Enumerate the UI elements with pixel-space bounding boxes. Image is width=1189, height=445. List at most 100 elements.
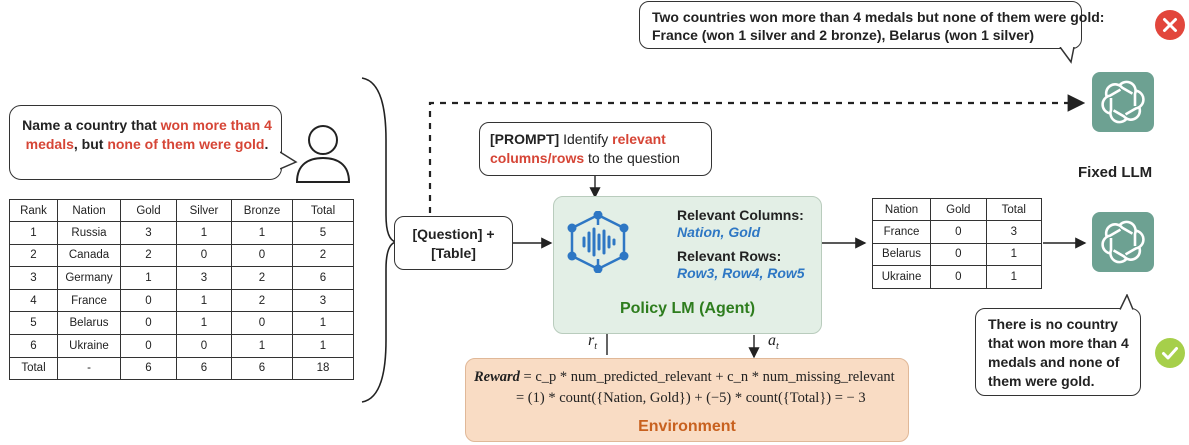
input-col-total: Total — [292, 199, 354, 222]
prompt-text-2: to the question — [584, 150, 680, 166]
prompt-highlight: relevant columns/rows — [490, 131, 666, 166]
prompt-text-1: Identify — [559, 131, 613, 147]
table-cell: 18 — [292, 356, 354, 381]
reward-formula-line-1: Reward = c_p * num_predicted_relevant + … — [474, 369, 895, 386]
action-subscript: t — [776, 341, 779, 353]
environment-title: Environment — [638, 418, 736, 435]
right-answer-line-4: them were gold. — [988, 373, 1095, 389]
right-answer-bubble: There is no country that won more than 4… — [975, 308, 1141, 396]
input-table-header-row: Rank Nation Gold Silver Bronze Total — [9, 199, 354, 222]
wrong-answer-line-2: France (won 1 silver and 2 bronze), Bela… — [652, 27, 1034, 43]
question-bubble: Name a country that won more than 4 meda… — [9, 105, 282, 180]
table-cell: 3 — [120, 221, 177, 245]
table-cell: 1 — [176, 288, 232, 313]
right-answer-line-1: There is no country — [988, 316, 1118, 332]
table-cell: 5 — [9, 311, 58, 335]
prompt-tag: [PROMPT] — [490, 131, 560, 147]
input-col-bronze: Bronze — [231, 199, 293, 222]
table-cell: 0 — [930, 220, 987, 244]
relevant-rows-value: Row3, Row4, Row5 — [677, 265, 805, 281]
wrong-answer-line-1: Two countries won more than 4 medals but… — [652, 9, 1105, 25]
check-icon — [1155, 338, 1185, 368]
table-cell: 6 — [9, 333, 58, 358]
error-x-icon — [1155, 10, 1185, 40]
right-answer-line-3: medals and none of — [988, 354, 1120, 370]
table-cell: Total — [9, 356, 58, 381]
table-cell: 0 — [176, 333, 232, 358]
relevant-columns-label: Relevant Columns: — [677, 207, 804, 223]
table-cell: France — [871, 220, 932, 244]
table-cell: 1 — [231, 221, 293, 245]
table-cell: 0 — [120, 311, 177, 335]
question-text-2: , but — [73, 136, 108, 152]
table-cell: 0 — [231, 311, 293, 335]
filtered-col-nation: Nation — [871, 198, 932, 221]
question-highlight-gold: none of them were gold — [107, 136, 265, 152]
reward-arrow-label: rt — [588, 332, 597, 352]
question-text-3: . — [264, 136, 269, 152]
llm-logo-icon-bottom — [1092, 212, 1154, 272]
table-cell: 2 — [9, 243, 58, 268]
input-col-nation: Nation — [57, 199, 121, 222]
table-cell: Belarus — [57, 311, 121, 335]
question-bubble-tail — [280, 151, 298, 170]
agent-box: Relevant Columns: Nation, Gold Relevant … — [553, 196, 822, 334]
table-cell: Belarus — [871, 242, 932, 267]
table-cell: 6 — [120, 356, 177, 381]
input-brace — [361, 77, 397, 403]
table-cell: 1 — [292, 311, 354, 335]
table-cell: 1 — [9, 221, 58, 245]
table-cell: 2 — [231, 266, 293, 290]
table-cell: 3 — [9, 266, 58, 290]
action-arrow-label: at — [768, 332, 779, 352]
table-cell: - — [57, 356, 121, 381]
table-cell: 6 — [176, 356, 232, 381]
relevant-rows-label: Relevant Rows: — [677, 248, 782, 264]
wrong-answer-bubble: Two countries won more than 4 medals but… — [639, 1, 1104, 49]
table-cell: 0 — [930, 242, 987, 267]
llm-logo-icon — [1101, 80, 1145, 124]
table-cell: 0 — [176, 243, 232, 268]
table-cell: 3 — [292, 288, 354, 313]
table-cell: 1 — [120, 266, 177, 290]
table-cell: 2 — [292, 243, 354, 268]
table-cell: 2 — [231, 288, 293, 313]
table-cell: 4 — [9, 288, 58, 313]
agent-title: Policy LM (Agent) — [619, 300, 756, 317]
table-cell: 0 — [120, 333, 177, 358]
input-col-silver: Silver — [176, 199, 232, 222]
table-cell: 0 — [231, 243, 293, 268]
prompt-box: [PROMPT] Identify relevant columns/rows … — [479, 122, 712, 176]
table-cell: Germany — [57, 266, 121, 290]
user-icon — [295, 125, 351, 183]
right-answer-line-2: that won more than 4 — [988, 335, 1129, 351]
table-cell: France — [57, 288, 121, 313]
dashed-arrow-to-fixed-llm — [428, 94, 1086, 237]
input-box: [Question] + [Table] — [394, 216, 513, 270]
table-cell: 5 — [292, 221, 354, 245]
input-box-line-2: [Table] — [431, 245, 476, 261]
table-cell: 1 — [985, 242, 1043, 267]
table-cell: 3 — [176, 266, 232, 290]
reward-subscript: t — [594, 341, 598, 353]
reward-formula-rest: = c_p * num_predicted_relevant + c_n * n… — [519, 369, 895, 385]
reward-symbol: r — [588, 332, 595, 349]
relevant-columns-value: Nation, Gold — [677, 224, 761, 240]
input-col-gold: Gold — [120, 199, 177, 222]
fixed-llm-label: Fixed LLM — [1078, 164, 1153, 181]
input-box-line-1: [Question] + — [412, 226, 495, 242]
filtered-col-gold: Gold — [930, 198, 987, 221]
question-text-1: Name a country that — [22, 117, 161, 133]
action-symbol: a — [768, 332, 776, 349]
agent-network-icon — [567, 211, 629, 273]
